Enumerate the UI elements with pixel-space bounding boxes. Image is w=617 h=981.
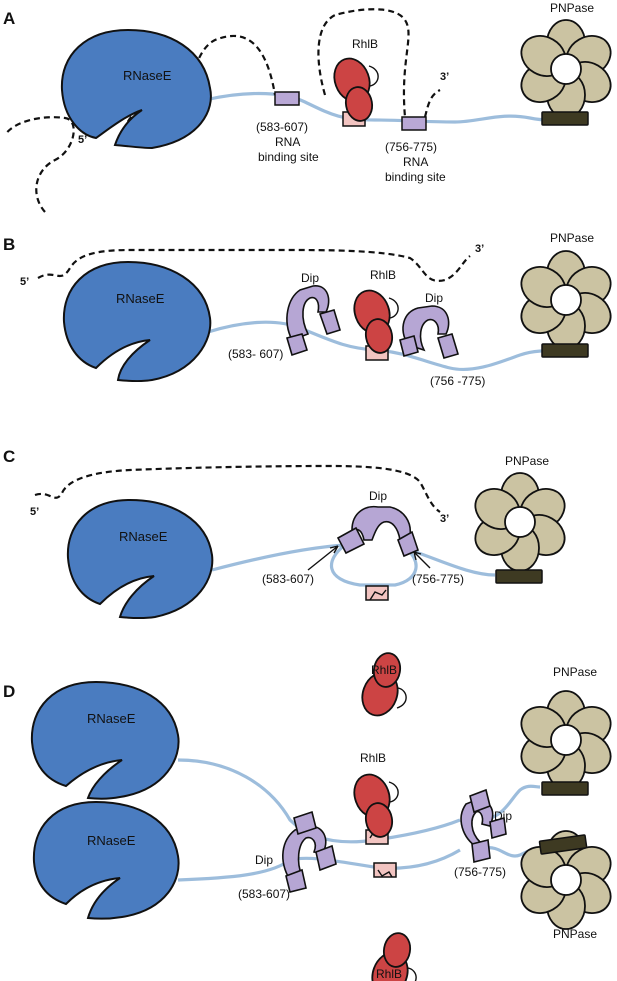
arrow-site1-c	[307, 545, 339, 571]
site2-caption-line2-a: binding site	[385, 170, 446, 184]
pnpase-label-c: PNPase	[505, 454, 549, 468]
pnpase-bottom-label-d: PNPase	[553, 927, 597, 941]
dip-left-label-b: Dip	[301, 271, 319, 285]
pnpase-base-top-d	[541, 781, 589, 796]
pnpase-top-label-d: PNPase	[553, 665, 597, 679]
site1-caption-line2-a: binding site	[258, 150, 319, 164]
rnase-e-bottom-d	[32, 800, 180, 920]
rhlb-c	[355, 650, 408, 722]
panel-a: A RNaseE 5’ 3’ (583-607) RNA binding sit…	[3, 1, 617, 213]
site1-range-a: (583-607)	[256, 120, 308, 134]
pnpase-top-d	[513, 690, 617, 790]
five-prime-label-b: 5’	[20, 276, 29, 288]
panel-c: C RNaseE 5’ 3’ Dip (583-607) (756-775) R…	[3, 447, 573, 722]
rhlb-label-c: RhlB	[371, 663, 397, 677]
rnase-e-b	[62, 260, 212, 383]
dip-right-label-d: Dip	[494, 809, 512, 823]
pnpase-base-c	[495, 569, 543, 584]
panel-label-b: B	[3, 235, 15, 254]
rnase-e-c	[66, 498, 214, 620]
pnpase-b	[513, 250, 617, 350]
dip-label-c: Dip	[369, 489, 387, 503]
site2-range-d: (756-775)	[454, 865, 506, 879]
pnpase-base-b	[541, 343, 589, 358]
site1-range-b: (583- 607)	[228, 347, 283, 361]
dip-c	[336, 505, 419, 558]
dip-left-label-d: Dip	[255, 853, 273, 867]
site2-range-a: (756-775)	[385, 140, 437, 154]
rnase-e-bottom-label-d: RNaseE	[87, 833, 136, 848]
rhlb-label-b: RhlB	[370, 268, 396, 282]
site1-range-c: (583-607)	[262, 572, 314, 586]
dip-left-b	[286, 285, 341, 357]
pnpase-a	[513, 19, 617, 119]
rhlb-label-a: RhlB	[352, 37, 378, 51]
rnase-e-label-b: RNaseE	[116, 291, 165, 306]
dip-right-b	[399, 305, 459, 359]
rnase-e-top-label-d: RNaseE	[87, 711, 136, 726]
rnase-e-top-d	[30, 680, 180, 800]
rhlb-a	[327, 52, 380, 124]
rhlb-top-d	[347, 768, 400, 840]
site2-range-c: (756-775)	[412, 572, 464, 586]
pnpase-label-b: PNPase	[550, 231, 594, 245]
pnpase-label-a: PNPase	[550, 1, 594, 15]
rhlb-b	[347, 284, 400, 356]
rnase-e-label-a: RNaseE	[123, 68, 172, 83]
pnpase-base-bottom-d	[538, 834, 588, 855]
panel-d: D RNaseE RNaseE Dip (583-607) RhlB RhlB	[3, 665, 617, 981]
panel-label-c: C	[3, 447, 15, 466]
five-prime-label-a: 5’	[78, 134, 87, 146]
dip-right-label-b: Dip	[425, 291, 443, 305]
panel-label-d: D	[3, 682, 15, 701]
dip-right-d	[460, 788, 507, 863]
three-prime-label-b: 3’	[475, 243, 484, 255]
mrna-b	[37, 248, 471, 282]
rhlb-bottom-label-d: RhlB	[376, 967, 402, 981]
linker-a	[204, 91, 561, 124]
three-prime-label-a: 3’	[440, 71, 449, 83]
arrow-site2-c	[413, 551, 431, 569]
three-prime-label-c: 3’	[440, 513, 449, 525]
pnpase-base-a	[541, 111, 589, 126]
rna-binding-site-1-a	[274, 91, 300, 106]
rna-binding-site-2-a	[401, 116, 427, 131]
dip-left-d	[282, 810, 337, 893]
site2-caption-line1-a: RNA	[403, 155, 428, 169]
pnpase-c	[467, 472, 573, 572]
site1-range-d: (583-607)	[238, 887, 290, 901]
rnase-e-a	[60, 28, 212, 150]
five-prime-label-c: 5’	[30, 506, 39, 518]
rnase-e-label-c: RNaseE	[119, 529, 168, 544]
site1-caption-line1-a: RNA	[275, 135, 300, 149]
panel-label-a: A	[3, 9, 15, 28]
site2-range-b: (756 -775)	[430, 374, 485, 388]
rhlb-top-label-d: RhlB	[360, 751, 386, 765]
panel-b: B RNaseE 5’ 3’ Dip (583- 607) RhlB Dip (…	[3, 231, 617, 388]
